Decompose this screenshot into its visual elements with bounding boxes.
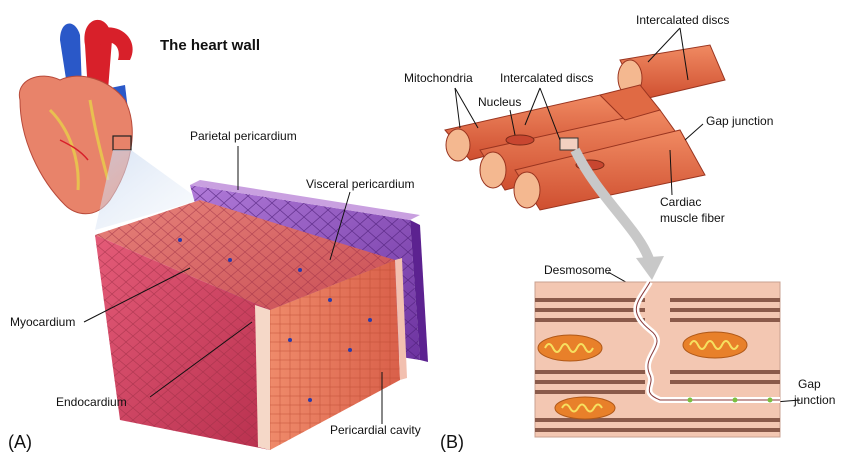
label-gap: Gap: [798, 378, 821, 392]
label-desmosome: Desmosome: [544, 264, 611, 278]
label-mitochondria: Mitochondria: [404, 72, 473, 86]
label-endocardium: Endocardium: [56, 396, 127, 410]
cell-junction-detail: [535, 282, 780, 437]
panel-a-title: The heart wall: [160, 37, 260, 54]
label-parietal-pericardium: Parietal pericardium: [190, 130, 297, 144]
panel-a-letter: (A): [8, 432, 32, 453]
label-intercalated-discs-top: Intercalated discs: [636, 14, 729, 28]
muscle-fibers: [445, 45, 725, 210]
label-myocardium: Myocardium: [10, 316, 75, 330]
label-gap-junction-top: Gap junction: [706, 115, 773, 129]
label-intercalated-discs-mid: Intercalated discs: [500, 72, 593, 86]
label-muscle-fiber: muscle fiber: [660, 212, 725, 226]
label-nucleus: Nucleus: [478, 96, 521, 110]
label-junction: junction: [794, 394, 835, 408]
zoom-arrow-head: [636, 256, 664, 280]
label-cardiac: Cardiac: [660, 196, 701, 210]
label-visceral-pericardium: Visceral pericardium: [306, 178, 415, 192]
label-pericardial-cavity: Pericardial cavity: [330, 424, 421, 438]
panel-b-letter: (B): [440, 432, 464, 453]
